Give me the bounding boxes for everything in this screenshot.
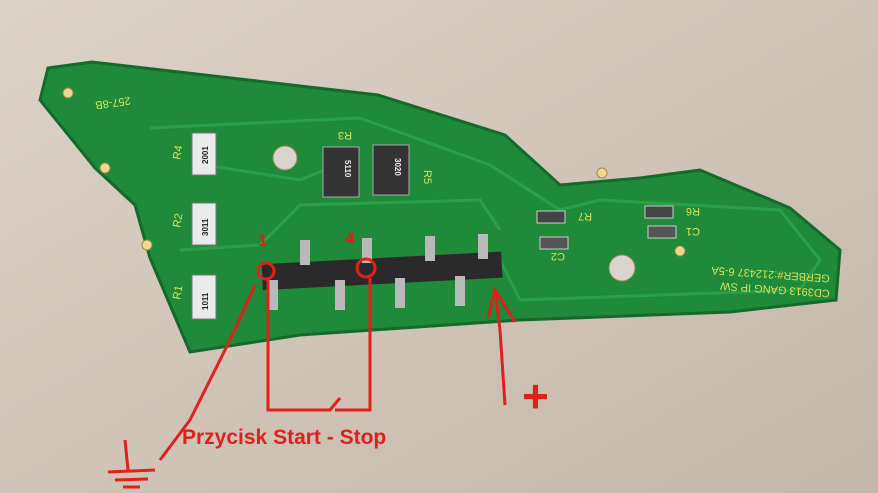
c2-label: C2 bbox=[551, 250, 565, 262]
r3-label: R3 bbox=[338, 129, 352, 141]
red-annotations bbox=[107, 257, 517, 489]
r2-label: R2 bbox=[171, 213, 185, 229]
r1-code: 1011 bbox=[201, 292, 210, 310]
caption-label: Przycisk Start - Stop bbox=[182, 426, 386, 449]
copper-traces bbox=[149, 116, 822, 302]
pin1-circle bbox=[256, 261, 276, 281]
r6-label: R6 bbox=[686, 205, 700, 217]
pcb-board bbox=[38, 60, 842, 354]
ground-symbol bbox=[107, 439, 156, 489]
mounting-holes bbox=[62, 87, 686, 282]
ground-wire bbox=[158, 284, 257, 461]
r1-label: R1 bbox=[171, 285, 185, 301]
r4-label: R4 bbox=[171, 145, 185, 161]
r2-code: 3011 bbox=[201, 218, 210, 236]
resistors: 2001 3011 1011 5110 3020 bbox=[191, 132, 677, 320]
c1-label: C1 bbox=[686, 225, 700, 237]
switch-wire bbox=[266, 278, 372, 412]
arrow-plus bbox=[486, 286, 517, 406]
r4-code: 2001 bbox=[201, 146, 210, 164]
r5-code: 3020 bbox=[393, 158, 402, 176]
pin1-label: 1 bbox=[258, 231, 267, 250]
pin4-label: 4 bbox=[345, 229, 355, 248]
r5-label: R5 bbox=[421, 170, 433, 184]
pin-header bbox=[261, 234, 503, 310]
r3-code: 5110 bbox=[343, 160, 352, 178]
r7-label: R7 bbox=[578, 210, 592, 222]
board-id-label: 257-8B bbox=[94, 94, 131, 111]
pin4-circle bbox=[355, 257, 377, 279]
plus-label: + bbox=[522, 370, 549, 422]
